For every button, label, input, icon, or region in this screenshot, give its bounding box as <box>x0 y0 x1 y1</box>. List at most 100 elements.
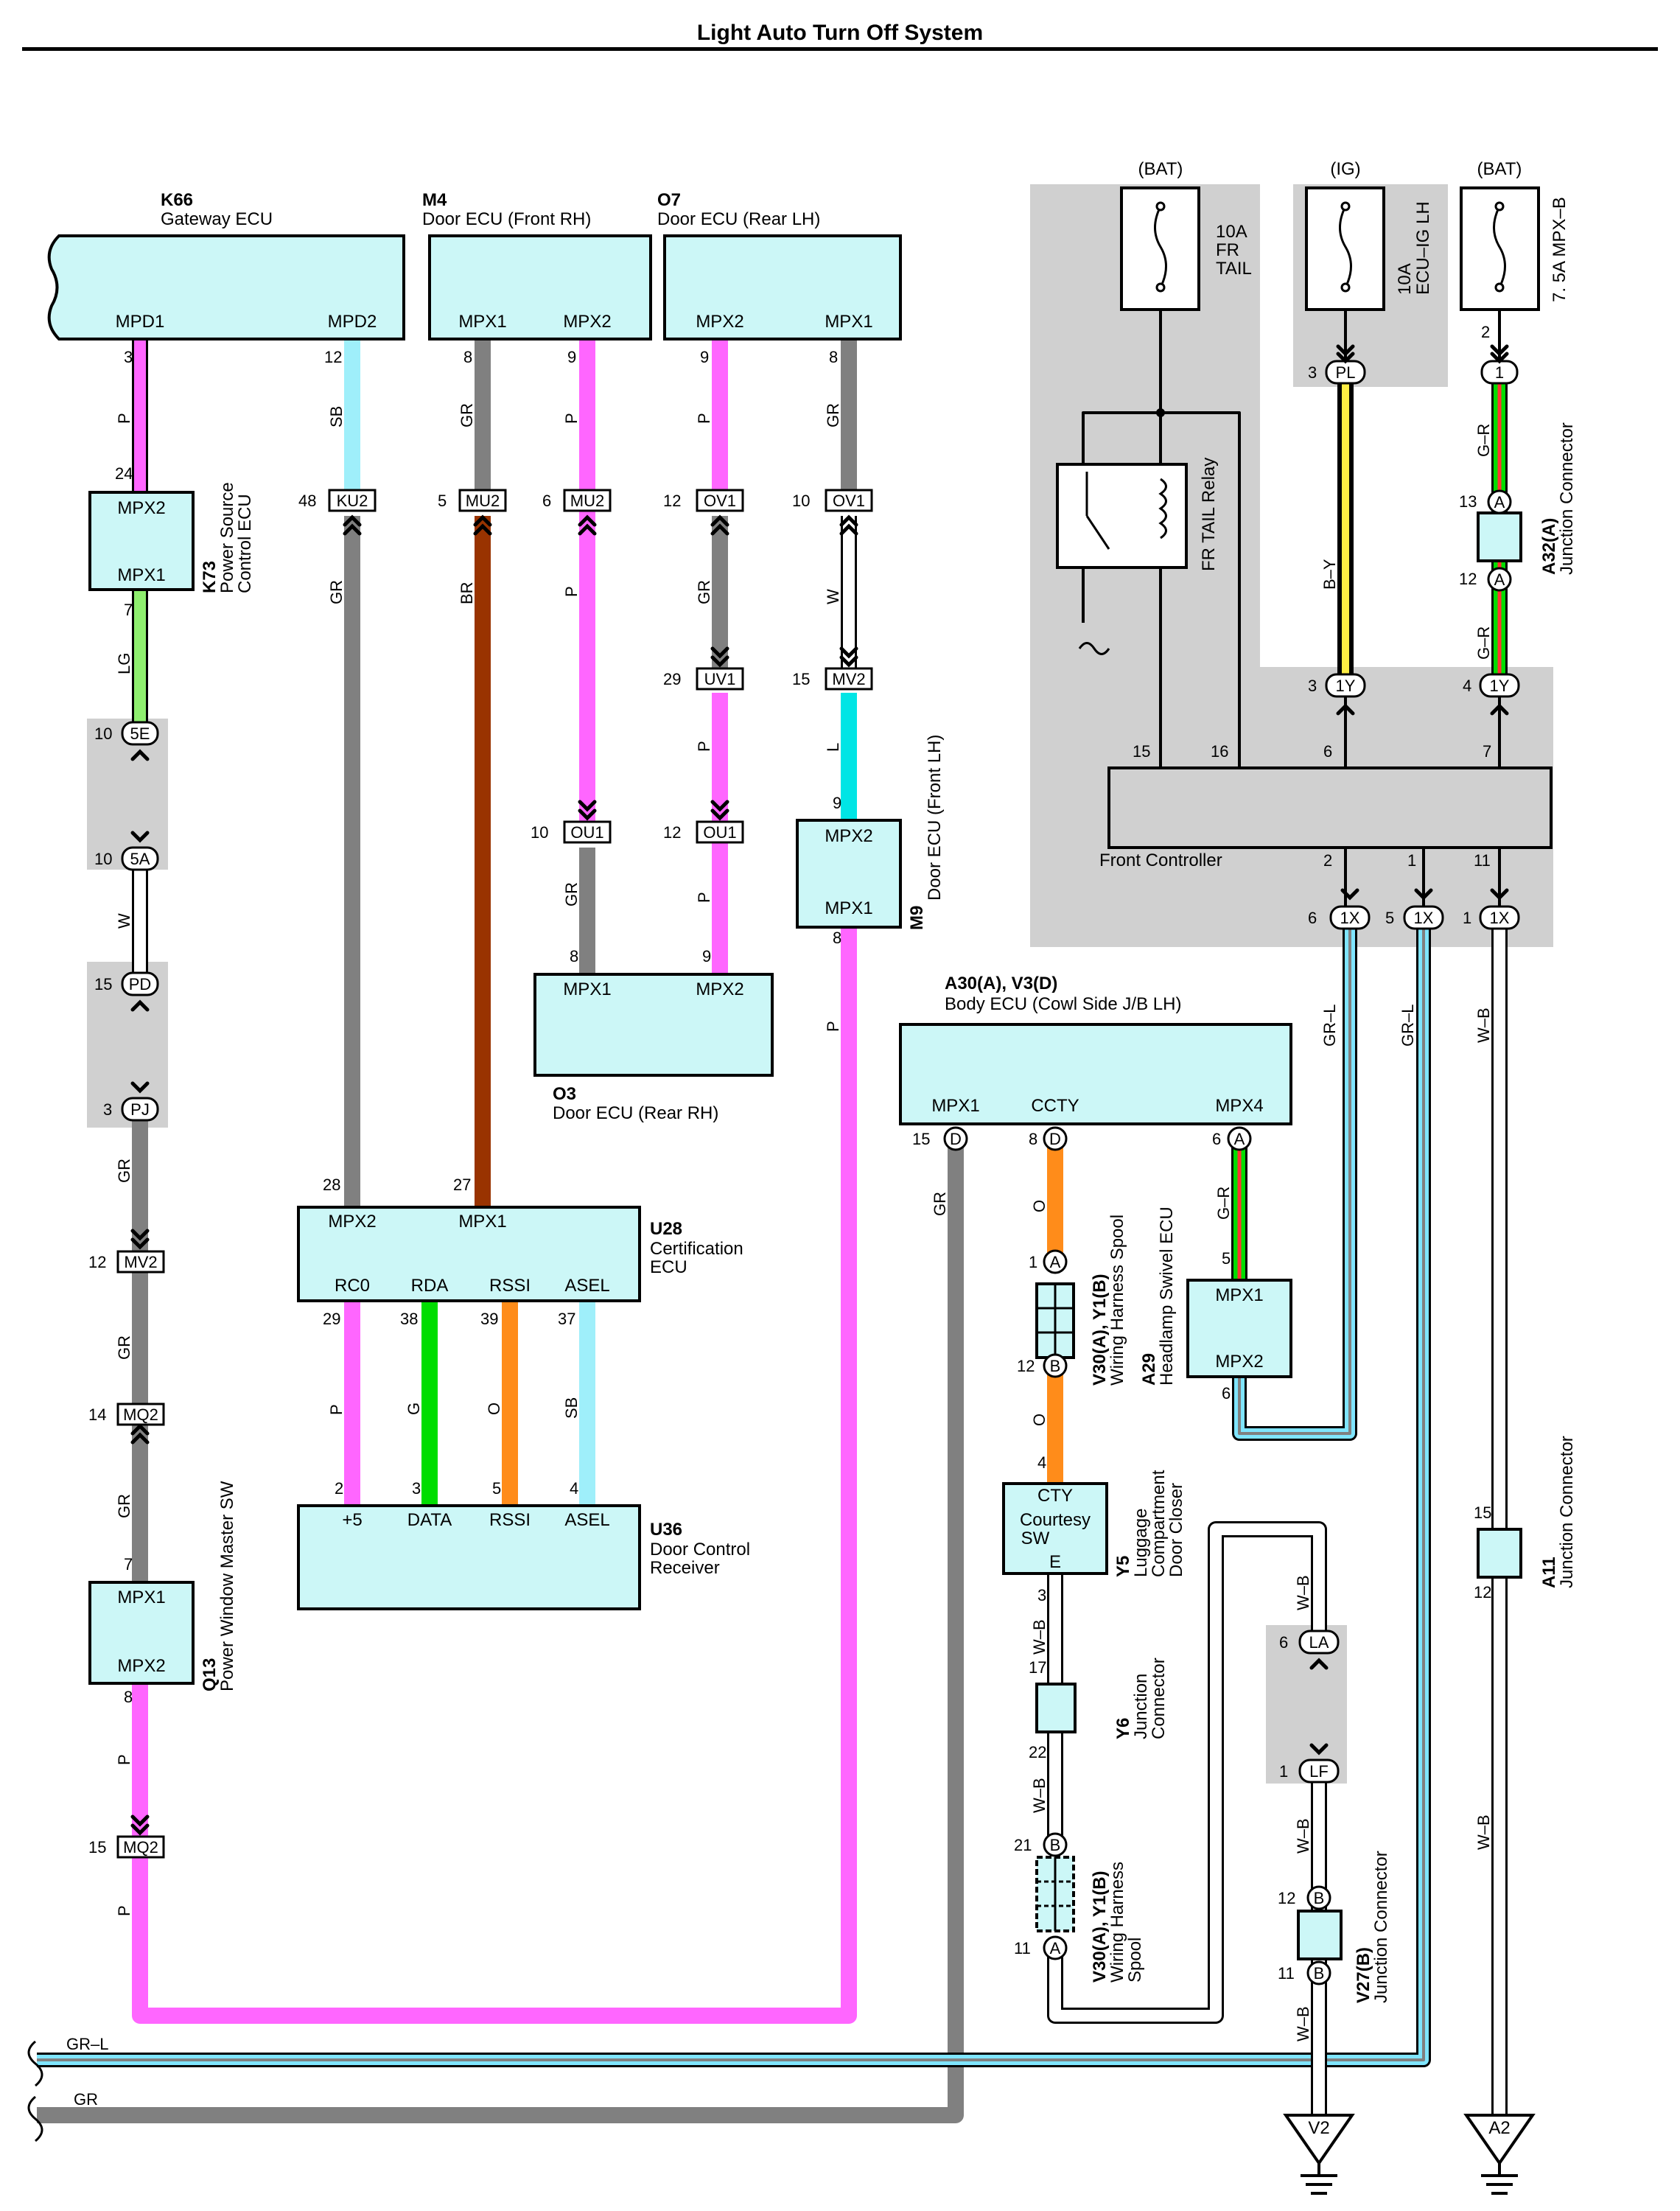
title-rule <box>22 47 1658 51</box>
svg-text:GR: GR <box>931 1192 949 1216</box>
svg-text:8: 8 <box>463 348 472 366</box>
svg-text:GR: GR <box>115 1335 133 1360</box>
svg-text:Door ECU (Rear RH): Door ECU (Rear RH) <box>553 1103 718 1123</box>
svg-text:P: P <box>562 413 581 424</box>
svg-text:D: D <box>950 1130 962 1148</box>
svg-text:A: A <box>1494 570 1505 589</box>
svg-text:A30(A), V3(D): A30(A), V3(D) <box>945 974 1057 993</box>
svg-text:PD: PD <box>129 975 152 993</box>
svg-text:GR: GR <box>562 882 581 907</box>
svg-text:24: 24 <box>115 464 133 483</box>
svg-text:5E: 5E <box>130 724 150 743</box>
svg-text:Wiring Harness: Wiring Harness <box>1107 1862 1127 1983</box>
svg-text:11: 11 <box>1278 1964 1295 1983</box>
svg-text:V30(A), Y1(B): V30(A), Y1(B) <box>1090 1871 1110 1983</box>
svg-text:P: P <box>562 586 581 597</box>
svg-text:PL: PL <box>1336 363 1356 382</box>
k73-power-source-control-ecu: MPX2 MPX1 K73 Power Source Control ECU <box>88 482 255 593</box>
y6-junction-connector: Y6 Junction Connector <box>1035 1658 1169 1739</box>
m4-door-ecu-front-rh: M4 Door ECU (Front RH) MPX1 MPX2 <box>422 190 652 340</box>
svg-text:K66: K66 <box>161 190 193 210</box>
svg-text:29: 29 <box>323 1310 340 1328</box>
svg-text:9: 9 <box>702 947 711 965</box>
svg-text:O3: O3 <box>553 1084 576 1104</box>
svg-text:1X: 1X <box>1414 909 1434 927</box>
svg-text:10: 10 <box>792 492 810 510</box>
svg-text:15: 15 <box>94 975 112 993</box>
svg-text:W–B: W–B <box>1294 1818 1312 1854</box>
svg-text:MPX2: MPX2 <box>117 498 165 518</box>
svg-text:15: 15 <box>912 1130 930 1148</box>
svg-text:21: 21 <box>1014 1836 1032 1854</box>
svg-text:6: 6 <box>1279 1633 1288 1652</box>
svg-text:RC0: RC0 <box>335 1276 370 1296</box>
svg-text:B: B <box>1314 1964 1325 1983</box>
svg-text:MPX2: MPX2 <box>696 312 743 332</box>
svg-text:MV2: MV2 <box>124 1253 157 1271</box>
fr-tail-relay: FR TAIL Relay <box>1056 408 1219 655</box>
svg-text:KU2: KU2 <box>337 492 368 510</box>
svg-text:GR: GR <box>695 580 713 604</box>
svg-text:MPX1: MPX1 <box>117 1587 165 1607</box>
svg-text:3: 3 <box>412 1479 421 1498</box>
svg-text:10: 10 <box>94 850 112 868</box>
a11-junction-connector: A11 Junction Connector <box>1477 1436 1577 1588</box>
svg-text:G–R: G–R <box>1474 424 1493 457</box>
svg-text:PJ: PJ <box>130 1100 150 1119</box>
svg-text:10: 10 <box>94 724 112 743</box>
svg-text:MPD2: MPD2 <box>328 312 377 332</box>
svg-text:27: 27 <box>453 1176 471 1194</box>
svg-text:Door Closer: Door Closer <box>1166 1483 1186 1577</box>
page-title: Light Auto Turn Off System <box>697 21 983 45</box>
o7-door-ecu-rear-lh: O7 Door ECU (Rear LH) MPX2 MPX1 <box>657 190 902 340</box>
svg-text:15: 15 <box>88 1838 106 1857</box>
svg-text:W–B: W–B <box>1030 1778 1049 1813</box>
body-ecu: A30(A), V3(D) Body ECU (Cowl Side J/B LH… <box>899 974 1292 1125</box>
svg-text:A32(A): A32(A) <box>1539 518 1559 575</box>
svg-text:Headlamp Swivel ECU: Headlamp Swivel ECU <box>1157 1206 1177 1386</box>
svg-text:15: 15 <box>1474 1503 1491 1522</box>
svg-text:Connector: Connector <box>1149 1658 1169 1739</box>
a29-headlamp-swivel-ecu: MPX1 MPX2 A29 Headlamp Swivel ECU <box>1139 1206 1292 1386</box>
svg-text:MPX2: MPX2 <box>1215 1352 1263 1372</box>
svg-text:ECU–IG LH: ECU–IG LH <box>1413 201 1433 295</box>
svg-text:3: 3 <box>1037 1586 1046 1604</box>
svg-text:OU1: OU1 <box>703 823 736 842</box>
fuse-fr-tail: 10A FR TAIL (BAT) <box>1120 159 1252 311</box>
svg-text:SB: SB <box>327 406 346 427</box>
svg-text:W–B: W–B <box>1294 1575 1312 1610</box>
svg-text:9: 9 <box>700 348 709 366</box>
svg-text:28: 28 <box>323 1176 340 1194</box>
svg-text:1X: 1X <box>1340 909 1360 927</box>
svg-text:DATA: DATA <box>407 1510 452 1530</box>
svg-text:Junction: Junction <box>1131 1674 1151 1739</box>
svg-text:L: L <box>824 743 842 752</box>
svg-text:Control ECU: Control ECU <box>235 494 255 593</box>
svg-text:W–B: W–B <box>1474 1814 1493 1850</box>
y5-luggage-compartment-door-closer: CTY Courtesy SW E Y5 Luggage Compartment… <box>1002 1470 1186 1577</box>
svg-text:2: 2 <box>1481 323 1490 341</box>
svg-text:W–B: W–B <box>1030 1619 1049 1655</box>
svg-text:12: 12 <box>663 492 681 510</box>
pin-numbers: 3 12 8 9 9 8 24 7 10 10 15 3 12 14 7 8 1… <box>88 323 1491 1983</box>
svg-text:OV1: OV1 <box>833 492 865 510</box>
svg-text:12: 12 <box>1278 1889 1295 1907</box>
svg-text:3: 3 <box>1308 363 1317 382</box>
ground-v2: V2 <box>1283 2114 1355 2195</box>
svg-text:1Y: 1Y <box>1490 677 1510 695</box>
a32-junction-connector: A32(A) Junction Connector <box>1477 422 1577 575</box>
svg-text:Receiver: Receiver <box>650 1558 720 1578</box>
svg-text:MU2: MU2 <box>570 492 604 510</box>
svg-text:OU1: OU1 <box>570 823 603 842</box>
svg-text:O: O <box>485 1403 503 1415</box>
svg-text:6: 6 <box>1222 1384 1231 1403</box>
svg-text:3: 3 <box>103 1100 112 1119</box>
svg-text:Front Controller: Front Controller <box>1099 850 1222 870</box>
svg-text:A: A <box>1234 1130 1245 1148</box>
svg-text:MPX1: MPX1 <box>825 898 872 918</box>
svg-text:MQ2: MQ2 <box>123 1405 158 1424</box>
v30a-wiring-harness-spool: V30(A), Y1(B) Wiring Harness Spool <box>1035 1215 1127 1386</box>
svg-text:38: 38 <box>400 1310 418 1328</box>
svg-text:LA: LA <box>1309 1633 1329 1652</box>
